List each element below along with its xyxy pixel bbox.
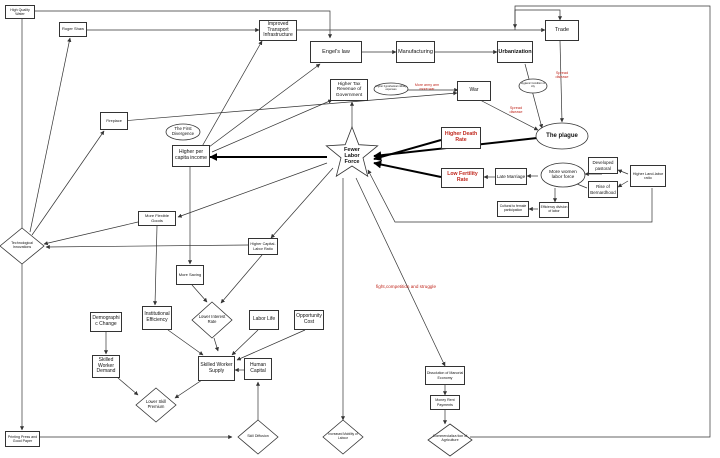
node-institutional-efficiency: Institutional Efficiency xyxy=(142,306,172,330)
node-war: War xyxy=(457,81,491,101)
edge-capital-to-tech xyxy=(45,244,249,250)
bubble-tax-text: Higher hypothetical military expenses xyxy=(375,85,407,91)
edge-flexgoods-to-tech xyxy=(43,221,139,246)
node-increased-mobility: Increased Mobility of Labour xyxy=(328,432,358,440)
node-higher-land-labor: Higher Land-labor ratio xyxy=(630,165,666,187)
node-developed-pastoral: Developed pastoral xyxy=(588,157,618,174)
women-ellipse xyxy=(540,162,586,188)
edge-opportunity-to-supply xyxy=(236,329,306,361)
edge-land-to-bernard xyxy=(617,180,629,188)
node-skilled-worker-supply: Skilled Worker Supply xyxy=(198,356,235,381)
node-more-flexible-goods: More Flexible Goods xyxy=(138,211,176,226)
edge-fireplace-to-war xyxy=(121,91,458,122)
edge-labor-to-flexgoods xyxy=(177,162,328,218)
edge-urban-to-plague xyxy=(524,63,544,129)
node-fireplace: Fireplace xyxy=(100,112,128,130)
edge-commercial-loop xyxy=(470,5,711,438)
node-cultural-participation: Cultural to female participation xyxy=(497,201,529,217)
divergence-ellipse xyxy=(165,123,201,141)
node-lower-skill-premium: Lower Skill Premium xyxy=(145,399,167,409)
mobility-diamond xyxy=(322,419,364,455)
edge-flexgoods-to-institutional xyxy=(152,225,158,306)
node-higher-per-capita: Higher per capita income xyxy=(172,145,210,167)
commercial-diamond xyxy=(427,423,473,457)
interest-diamond xyxy=(191,301,233,339)
label-spread-disease-trade: Spread disease xyxy=(555,71,569,80)
edge-income-to-tax xyxy=(211,99,333,153)
edge-supply-to-premium xyxy=(174,379,203,399)
node-fewer-labor-force: Fewer Labor Force xyxy=(344,146,360,166)
edge-interest-to-supply xyxy=(213,337,219,352)
edge-labor-to-dissolution xyxy=(355,177,446,367)
edge-war-to-plague xyxy=(479,99,539,131)
node-opportunity-cost: Opportunity Cost xyxy=(294,310,324,330)
edge-tech-to-engels xyxy=(21,10,333,230)
node-skill-diffusion: Skill Diffusion xyxy=(247,434,269,439)
node-higher-tax: Higher Tax Revenue of Government xyxy=(330,79,368,101)
edge-saving-to-interest xyxy=(191,284,208,303)
node-first-divergence: The First Divergence xyxy=(171,126,195,136)
node-more-saving: More Saving xyxy=(176,265,204,285)
node-rise-bernardhood: Rise of Bernardhood xyxy=(588,181,618,198)
edge-labor-to-capital xyxy=(270,167,334,239)
urban-bubble-ellipse xyxy=(518,78,548,94)
tech-diamond xyxy=(0,227,45,265)
edge-land-to-labor xyxy=(367,169,653,223)
edge-capital-to-interest xyxy=(220,254,263,304)
node-urbanization: Urbanization xyxy=(497,41,533,63)
node-lower-interest: Lower Interest Rate xyxy=(198,314,226,324)
label-more-army: More army arm more war xyxy=(414,83,440,91)
edge-trade-to-plague xyxy=(559,40,565,123)
node-higher-death-rate: Higher Death Rate xyxy=(441,127,481,149)
node-trade: Trade xyxy=(545,20,579,41)
edge-fertility-to-labor xyxy=(373,160,442,178)
node-late-marriage: Late Marriage xyxy=(495,168,527,185)
edge-income-to-engels xyxy=(204,63,321,151)
node-roger-shaw: Roger Shaw xyxy=(59,22,87,37)
edge-tech-to-roger xyxy=(29,37,72,233)
star-shape-fewer-labor xyxy=(325,125,379,178)
edge-laborlife-to-supply xyxy=(231,329,259,356)
node-dissolution-manorial: Dissolution of Manorial Economy xyxy=(425,366,465,385)
node-manufacturing: Manufacturing xyxy=(396,41,435,63)
node-efficiency-division: Efficiency division of labor xyxy=(539,202,569,218)
diffusion-diamond xyxy=(237,419,279,455)
node-improved-transport: Improved Transport Infrastructure xyxy=(259,20,297,41)
node-human-capital: Human Capital xyxy=(244,358,272,380)
node-engels-law: Engel's law xyxy=(310,41,362,63)
label-spread-disease-war: Spread disease xyxy=(509,106,523,115)
bubble-urban-text: Hygienic Condition in city xyxy=(520,82,546,88)
node-labor-life: Labor Life xyxy=(249,310,279,330)
node-tech-innovations: Technological Innovations xyxy=(11,241,33,249)
tax-bubble-ellipse xyxy=(373,82,409,96)
node-higher-capital-labor: Higher Capital-Labor Ratio xyxy=(248,238,278,255)
premium-diamond xyxy=(135,387,177,423)
node-money-rent: Money Rent Payments xyxy=(430,395,460,410)
node-skilled-worker-demand: Skilled Worker Demand xyxy=(92,355,120,378)
node-printing-press: Printing Press and Good Paper xyxy=(5,431,40,447)
edge-death-to-labor xyxy=(373,139,442,161)
edge-institutional-to-supply xyxy=(167,329,204,356)
node-demographic-change: Demographi c Change xyxy=(90,312,122,332)
node-low-fertility: Low Fertility Rate xyxy=(441,168,484,188)
edge-demand-to-premium xyxy=(117,377,139,396)
node-commercialization: Commercializa tion of Agriculture xyxy=(432,434,468,442)
label-fight-competition: fight,competition and struggle xyxy=(376,284,437,289)
node-high-quality-water: High Quality Water xyxy=(5,5,35,19)
node-more-women: More women labor force xyxy=(549,169,577,180)
plague-ellipse xyxy=(535,122,589,150)
node-the-plague: The plague xyxy=(546,132,578,139)
edge-tech-to-fireplace xyxy=(31,130,105,236)
edge-land-to-women xyxy=(617,169,629,175)
edge-income-to-transport xyxy=(199,40,263,151)
